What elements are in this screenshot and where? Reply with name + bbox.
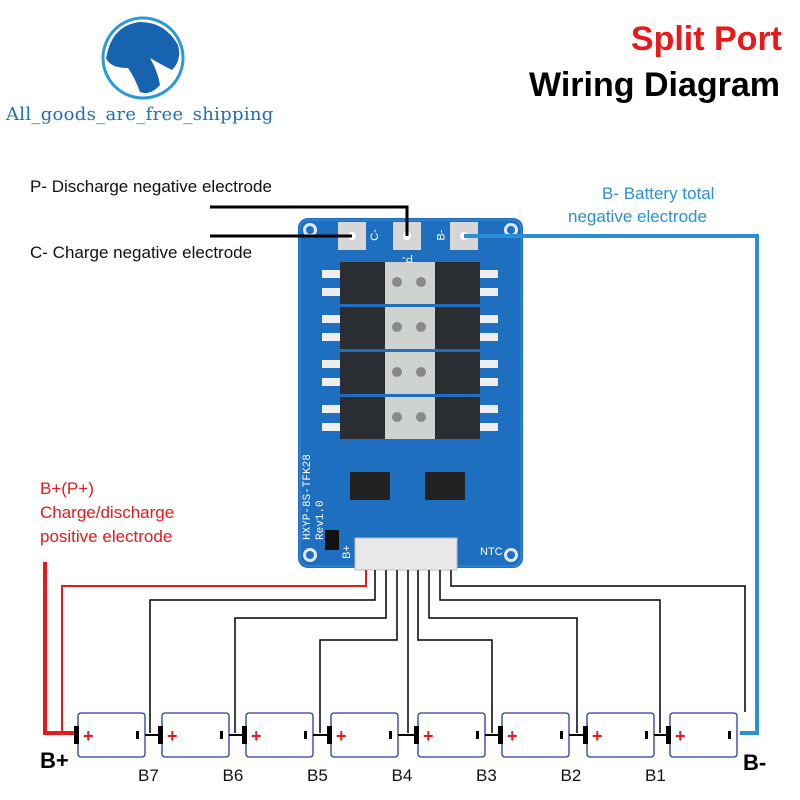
tap-label-b2: B2 — [560, 766, 582, 785]
board-rev: Rev1.0 — [315, 500, 327, 540]
pad-b-minus: B- — [435, 229, 448, 241]
balance-wire — [417, 570, 493, 733]
mosfet — [435, 352, 480, 394]
tap-label-b6: B6 — [222, 766, 244, 785]
plus-sign: + — [83, 726, 94, 746]
title-wiring-diagram: Wiring Diagram — [529, 66, 780, 104]
battery-cell: + — [242, 712, 314, 758]
balance-wire — [234, 570, 387, 733]
terminal-b-plus: B+ — [40, 748, 69, 773]
battery-cell: + — [666, 712, 738, 758]
plus-sign: + — [336, 726, 347, 746]
balance-wire — [149, 570, 376, 733]
plus-sign: + — [675, 726, 686, 746]
plus-sign: + — [251, 726, 262, 746]
b-plus-sense-wire — [61, 570, 367, 733]
logo-text: All_goods_are_free_shipping — [6, 104, 274, 125]
board-ntc: NTC — [480, 546, 503, 558]
battery-cell: + — [327, 712, 399, 758]
label-b-plus-3: positive electrode — [40, 527, 173, 546]
plus-sign: + — [507, 726, 518, 746]
mosfet — [435, 262, 480, 304]
tap-label-b7: B7 — [138, 766, 159, 785]
label-b-plus-1: B+(P+) — [40, 479, 94, 498]
b-plus-wire — [43, 562, 78, 735]
mosfet — [340, 352, 385, 394]
mosfet — [435, 307, 480, 349]
terminal-b-minus: B- — [743, 750, 767, 775]
board-bplus: B+ — [340, 545, 353, 559]
battery-cell: + — [158, 712, 230, 758]
balance-wire — [428, 570, 578, 733]
p-minus-wire — [210, 205, 409, 236]
plus-sign: + — [423, 726, 434, 746]
tap-label-b5: B5 — [307, 766, 328, 785]
mosfet — [340, 397, 385, 439]
pad-p-minus: P- — [402, 252, 413, 264]
globe-logo-icon — [101, 16, 185, 100]
label-p-minus: P- Discharge negative electrode — [30, 177, 272, 196]
tap-label-b3: B3 — [476, 766, 497, 785]
label-b-minus-1: B- Battery total — [602, 184, 715, 203]
battery-cell: + — [414, 712, 486, 758]
battery-cell: + — [498, 712, 570, 758]
b-minus-wire — [464, 234, 759, 735]
plus-sign: + — [592, 726, 603, 746]
balance-wire — [319, 570, 398, 733]
title-split-port: Split Port — [630, 20, 782, 58]
pad-c-minus: C- — [368, 229, 381, 241]
battery-cell: + — [74, 712, 146, 758]
label-b-plus-2: Charge/discharge — [40, 503, 175, 522]
bms-board — [298, 218, 523, 571]
board-model: HXYP-8S-TFK28 — [302, 454, 314, 540]
battery-cell: + — [583, 712, 655, 758]
label-b-minus-2: negative electrode — [568, 207, 707, 226]
mosfet — [435, 397, 480, 439]
label-c-minus: C- Charge negative electrode — [30, 243, 253, 262]
balance-wire — [450, 570, 746, 712]
mosfet — [340, 262, 385, 304]
tap-label-b1: B1 — [645, 766, 666, 785]
mosfet — [340, 307, 385, 349]
balance-wire — [439, 570, 661, 733]
plus-sign: + — [167, 726, 178, 746]
tap-label-b4: B4 — [391, 766, 413, 785]
